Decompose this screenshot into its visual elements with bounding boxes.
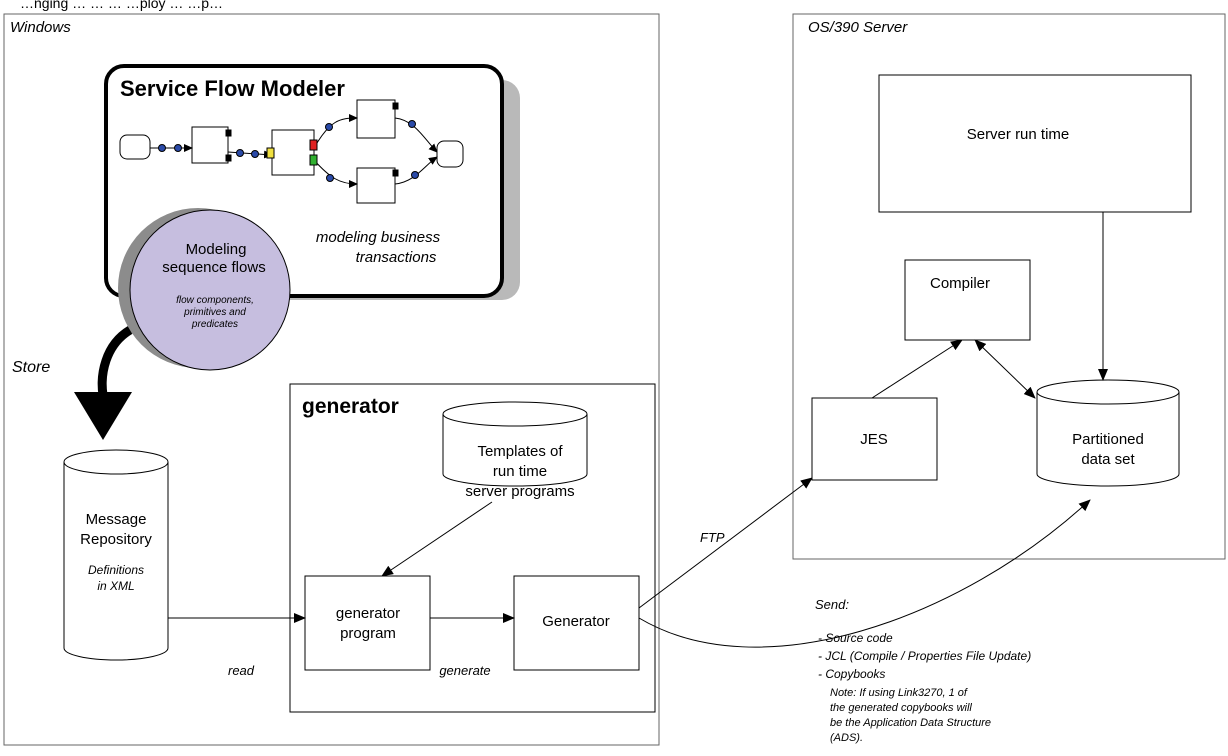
ftp-label: FTP [700, 530, 725, 545]
os390-region [792, 13, 1226, 560]
send-note-4: (ADS). [830, 732, 863, 744]
pds-line-2: data set [1081, 451, 1135, 468]
generator-program-box [304, 575, 431, 671]
flow-node-3 [356, 99, 396, 139]
os390-label: OS/390 Server [808, 19, 908, 36]
flow-green-marker [309, 154, 318, 166]
compiler-label: Compiler [930, 275, 990, 292]
templates-cylinder [442, 401, 588, 487]
pds-line-1: Partitioned [1072, 431, 1144, 448]
repository-line-1: Message [86, 511, 147, 528]
flow-node-4 [356, 167, 396, 204]
flow-node-2 [271, 129, 315, 176]
jes-box [811, 397, 938, 481]
ftp-to-pds-arrow [638, 499, 1091, 648]
generator-container-title: generator [302, 395, 399, 418]
send-item-jcl: - JCL (Compile / Properties File Update) [818, 649, 1031, 663]
generate-label: generate [439, 663, 490, 678]
repository-line-2: Repository [80, 531, 152, 548]
repository-sub-2: in XML [97, 579, 134, 593]
templates-line-3: server programs [465, 483, 574, 500]
templates-line-1: Templates of [477, 443, 563, 460]
generator-program-line-1: generator [336, 605, 400, 622]
flow-red-marker [309, 139, 318, 151]
templates-line-2: run time [493, 463, 547, 480]
generator-box [513, 575, 640, 671]
circle-sub-2: primitives and [183, 307, 246, 318]
send-item-copybooks: - Copybooks [818, 667, 885, 681]
compiler-pds-arrow [974, 339, 1036, 399]
flow-node-1 [191, 126, 229, 164]
server-runtime-label: Server run time [967, 126, 1070, 143]
server-runtime-box [878, 74, 1192, 213]
circle-line-1: Modeling [186, 241, 247, 258]
header-fragment: …nging … … … …ploy … …p… [20, 0, 223, 11]
read-label: read [228, 663, 255, 678]
circle-sub-1: flow components, [176, 295, 254, 306]
ftp-to-jes-arrow [638, 477, 813, 609]
windows-region [3, 13, 660, 746]
generator-program-line-2: program [340, 625, 396, 642]
circle-line-2: sequence flows [162, 259, 265, 276]
flow-graph [119, 99, 464, 204]
templates-to-program-arrow [381, 501, 493, 577]
store-arrow [97, 326, 133, 396]
modeler-title: Service Flow Modeler [120, 76, 345, 101]
send-item-source: - Source code [818, 631, 893, 645]
send-note-3: be the Application Data Structure [830, 717, 991, 729]
store-label: Store [12, 359, 50, 376]
jes-label: JES [860, 431, 888, 448]
repository-sub-1: Definitions [88, 563, 144, 577]
circle-sub-3: predicates [191, 319, 238, 330]
flow-end-node [436, 140, 464, 168]
message-repository [63, 449, 169, 661]
windows-label: Windows [10, 19, 71, 36]
flow-yellow-marker [266, 147, 275, 159]
send-note-1: Note: If using Link3270, 1 of [830, 687, 968, 699]
send-note-2: the generated copybooks will [830, 702, 972, 714]
modeling-circle [129, 209, 291, 371]
modeler-caption-2: transactions [356, 249, 437, 266]
partitioned-data-set [1036, 379, 1180, 487]
send-title: Send: [815, 597, 849, 612]
generator-box-label: Generator [542, 613, 610, 630]
store-arrowhead [74, 392, 132, 440]
flow-start-node [119, 134, 151, 160]
modeler-caption-1: modeling business [316, 229, 441, 246]
compiler-box [904, 259, 1031, 341]
jes-to-compiler-arrow [871, 339, 963, 399]
